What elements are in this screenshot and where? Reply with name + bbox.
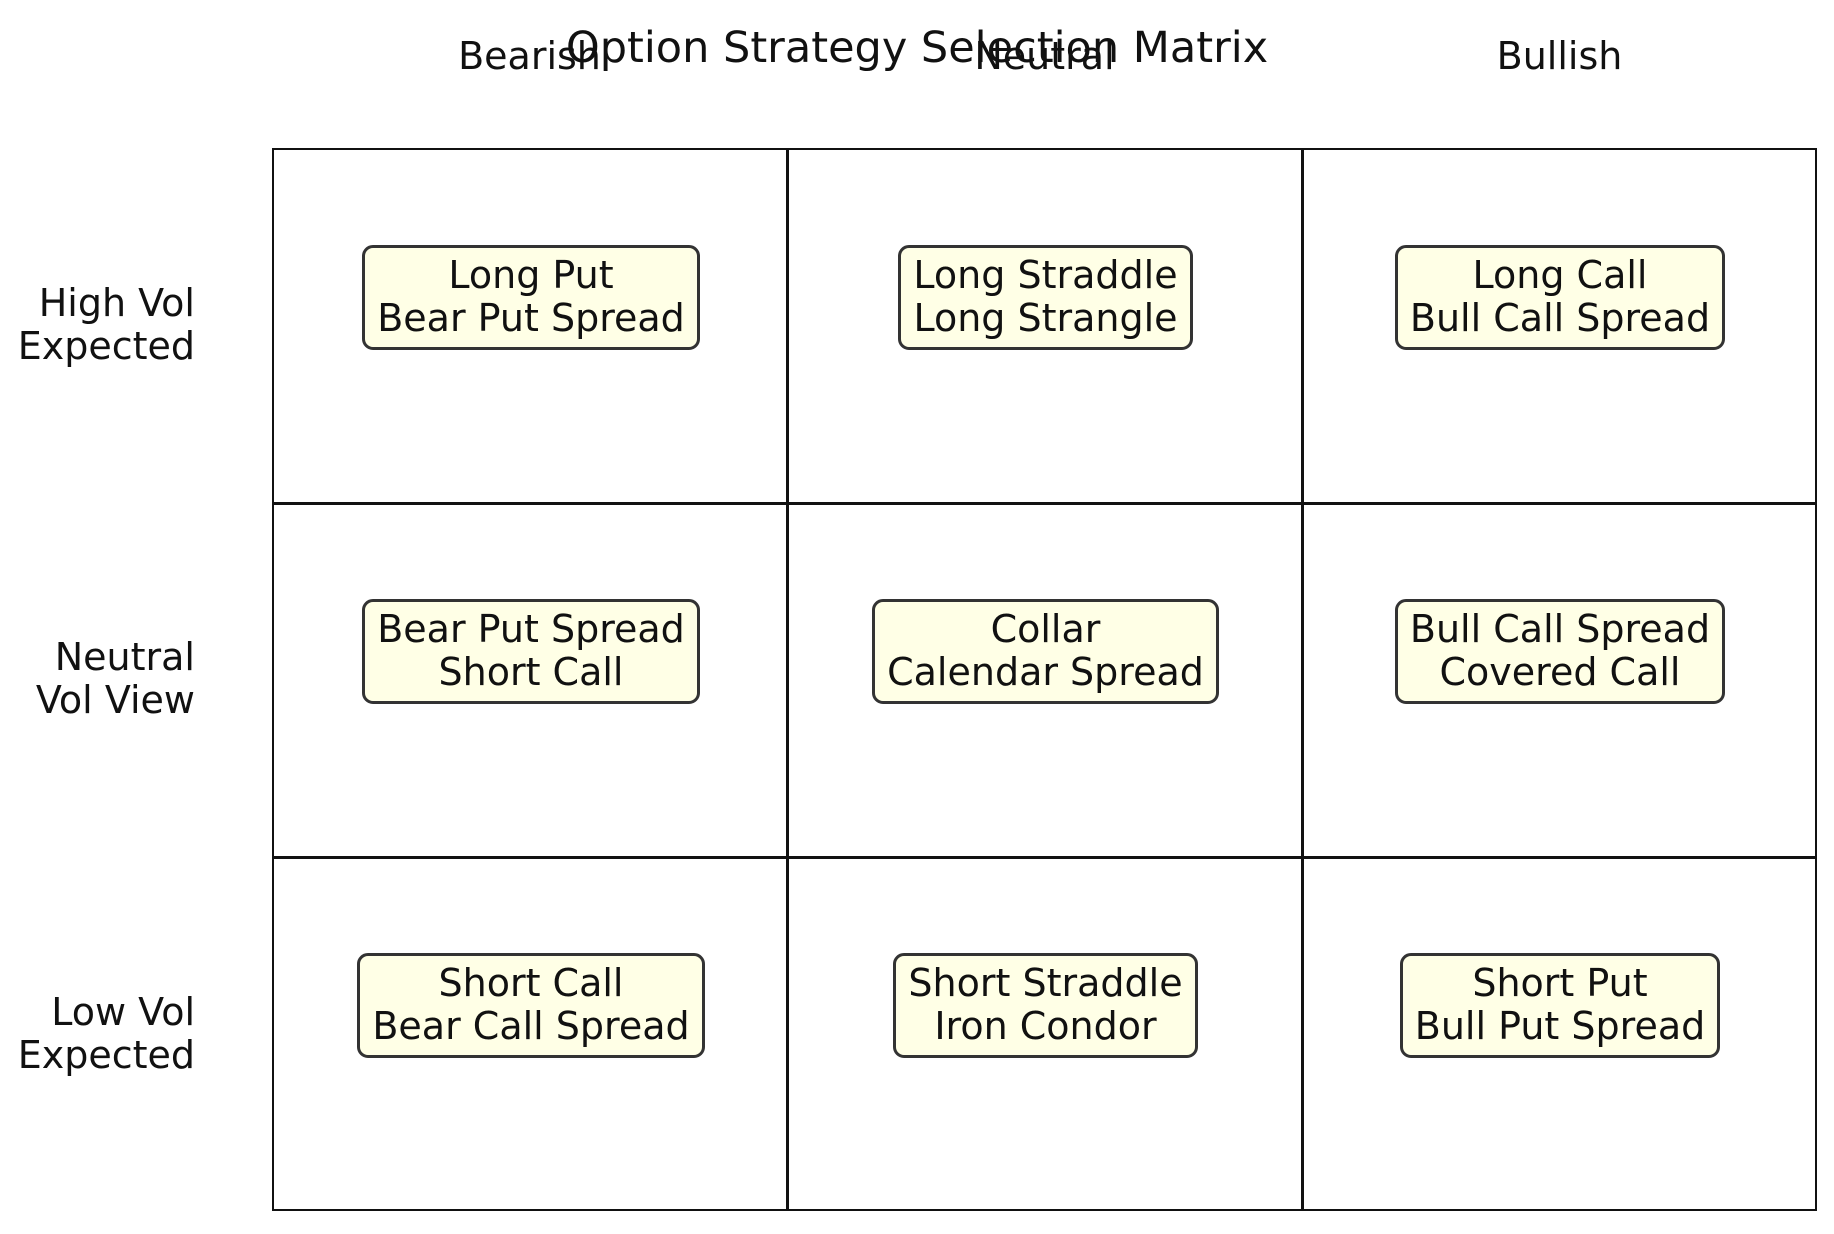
matrix-cell-neutral-vol-bullish: Bull Call Spread Covered Call [1303,504,1817,857]
strategy-box: Short Call Bear Call Spread [357,952,705,1058]
strategy-label: Long Call [1472,252,1648,297]
strategy-label: Iron Condor [934,1003,1157,1048]
matrix-cell-neutral-vol-bearish: Bear Put Spread Short Call [274,504,788,857]
column-header-neutral: Neutral [974,34,1115,78]
row-header-line: Low Vol [51,990,195,1034]
strategy-label: Long Straddle [913,252,1178,297]
row-header-high-vol: High Vol Expected [0,282,195,368]
strategy-label: Short Straddle [908,960,1183,1005]
strategy-label: Short Call [438,649,624,694]
matrix-cell-high-vol-bullish: Long Call Bull Call Spread [1303,150,1817,503]
row-header-line: Expected [17,1033,195,1077]
column-header-bullish: Bullish [1496,34,1623,78]
strategy-box: Collar Calendar Spread [872,598,1219,704]
strategy-label: Bear Put Spread [377,606,685,651]
matrix-cell-high-vol-neutral: Long Straddle Long Strangle [788,150,1303,503]
strategy-label: Bull Put Spread [1414,1003,1706,1048]
strategy-box: Bear Put Spread Short Call [362,598,700,704]
row-header-line: Vol View [35,678,195,722]
matrix-cell-low-vol-neutral: Short Straddle Iron Condor [788,858,1303,1211]
row-header-line: Expected [17,324,195,368]
strategy-label: Covered Call [1439,649,1681,694]
strategy-label: Bull Call Spread [1409,606,1711,651]
strategy-box: Bull Call Spread Covered Call [1394,598,1726,704]
column-header-bearish: Bearish [458,34,601,78]
strategy-label: Bear Put Spread [377,295,685,340]
grid-divider-horizontal [274,502,1815,505]
strategy-label: Collar [990,606,1101,651]
strategy-box: Long Put Bear Put Spread [362,244,700,350]
strategy-label: Short Put [1472,960,1648,1005]
strategy-box: Short Put Bull Put Spread [1399,952,1721,1058]
strategy-box: Long Call Bull Call Spread [1394,244,1726,350]
strategy-label: Short Call [438,960,624,1005]
matrix-cell-neutral-vol-neutral: Collar Calendar Spread [788,504,1303,857]
matrix-cell-high-vol-bearish: Long Put Bear Put Spread [274,150,788,503]
matrix-cell-low-vol-bullish: Short Put Bull Put Spread [1303,858,1817,1211]
diagram-title: Option Strategy Selection Matrix [565,23,1269,73]
grid-divider-horizontal [274,856,1815,859]
matrix-cell-low-vol-bearish: Short Call Bear Call Spread [274,858,788,1211]
grid-divider-vertical [786,150,789,1209]
strategy-box: Long Straddle Long Strangle [898,244,1193,350]
strategy-box: Short Straddle Iron Condor [893,952,1198,1058]
strategy-label: Calendar Spread [887,649,1204,694]
strategy-label: Long Put [448,252,614,297]
row-header-low-vol: Low Vol Expected [0,991,195,1077]
row-header-line: Neutral [54,635,195,679]
strategy-label: Bear Call Spread [372,1003,690,1048]
strategy-label: Long Strangle [913,295,1178,340]
row-header-line: High Vol [38,281,195,325]
strategy-label: Bull Call Spread [1409,295,1711,340]
row-header-neutral-vol: Neutral Vol View [0,636,195,722]
grid-divider-vertical [1301,150,1304,1209]
strategy-matrix-grid: Long Put Bear Put Spread Long Straddle L… [272,148,1817,1211]
